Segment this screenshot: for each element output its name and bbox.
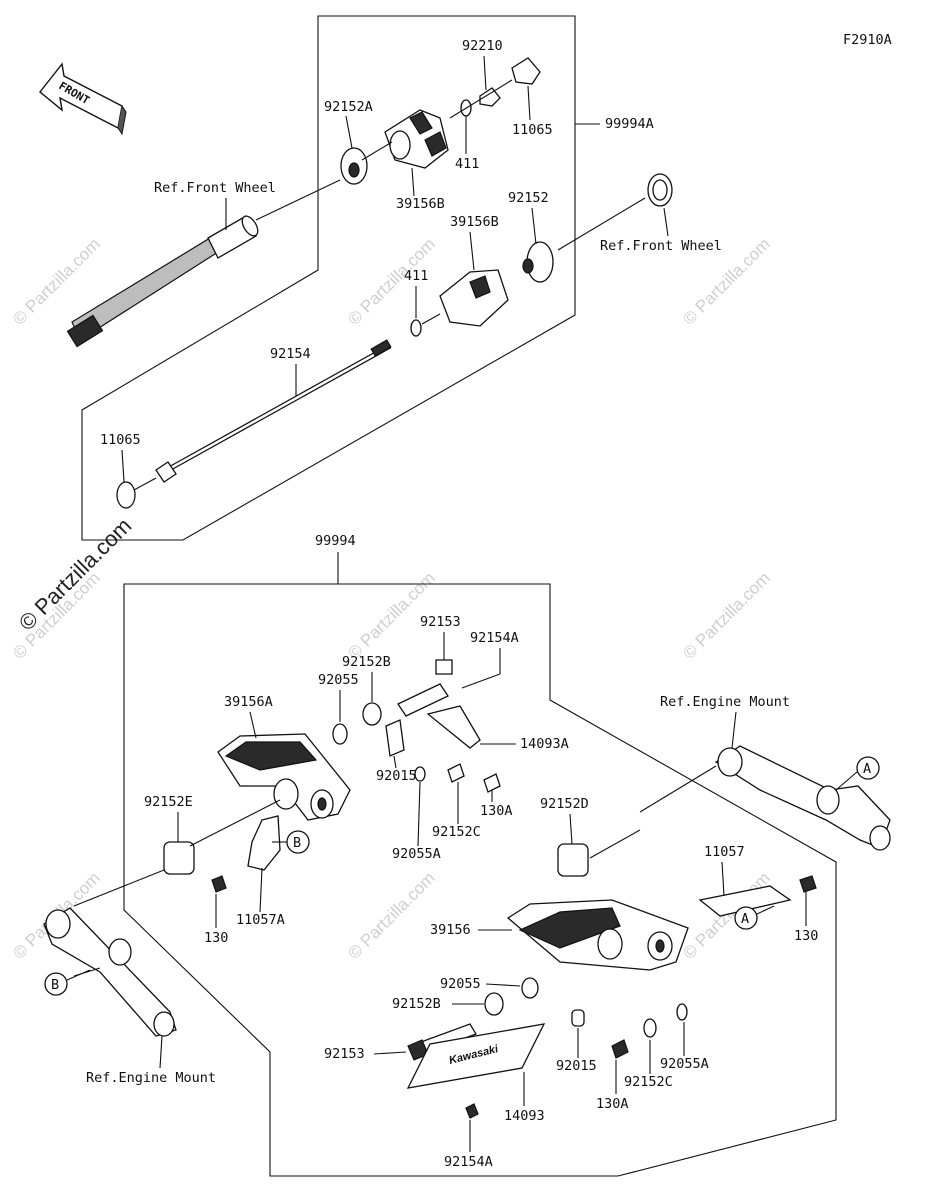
label-92154A: 92154A xyxy=(444,1154,493,1170)
label-92210: 92210 xyxy=(462,38,503,54)
callout-a-top xyxy=(856,756,880,780)
label-92055A-top: 92055A xyxy=(392,846,441,862)
label-92152A: 92152A xyxy=(324,99,373,115)
lower-assembly-outline: 99994 xyxy=(123,533,837,1177)
label-92154A-top: 92154A xyxy=(470,630,519,646)
label-11065-top: 11065 xyxy=(512,122,553,138)
label-92015: 92015 xyxy=(556,1058,597,1074)
label-92055-top: 92055 xyxy=(318,672,359,688)
label-92154: 92154 xyxy=(270,346,311,362)
label-11057A: 11057A xyxy=(236,912,285,928)
callout-a-mid-letter: A xyxy=(741,911,749,927)
label-411-top: 411 xyxy=(455,156,479,172)
label-92153-top: 92153 xyxy=(420,614,461,630)
label-92152C-top: 92152C xyxy=(432,824,481,840)
label-39156A: 39156A xyxy=(224,694,273,710)
label-92152B: 92152B xyxy=(392,996,441,1012)
watermark-text: © Partzilla.com xyxy=(344,868,438,962)
upper-labels: 92210 92152A 11065 99994A 411 39156B Ref… xyxy=(100,38,722,483)
label-39156B-top: 39156B xyxy=(396,196,445,212)
callout-b-left-letter: B xyxy=(51,977,59,993)
label-ref-front-wheel-left: Ref.Front Wheel xyxy=(154,180,276,196)
label-14093A: 14093A xyxy=(520,736,569,752)
label-130-right: 130 xyxy=(794,928,818,944)
lower-labels: 92153 92154A 92152B 92055 39156A 14093A … xyxy=(44,614,880,1170)
label-99994A: 99994A xyxy=(605,116,654,132)
label-14093: 14093 xyxy=(504,1108,545,1124)
label-92152E: 92152E xyxy=(144,794,193,810)
label-130A-top: 130A xyxy=(480,803,513,819)
left-frame-slider-set xyxy=(73,659,501,907)
figure-code: F2910A xyxy=(843,32,892,48)
label-411: 411 xyxy=(404,268,428,284)
label-92152D: 92152D xyxy=(540,796,589,812)
label-11065-left: 11065 xyxy=(100,432,141,448)
label-92152B-top: 92152B xyxy=(342,654,391,670)
watermark-text: © Partzilla.com xyxy=(679,868,773,962)
front-arrow-icon: FRONT xyxy=(39,62,127,136)
label-92152: 92152 xyxy=(508,190,549,206)
label-130-left: 130 xyxy=(204,930,228,946)
label-130A: 130A xyxy=(596,1096,629,1112)
label-ref-front-wheel-right: Ref.Front Wheel xyxy=(600,238,722,254)
label-ref-engine-mount-right: Ref.Engine Mount xyxy=(660,694,790,710)
callout-b-left xyxy=(44,972,68,996)
right-engine-mount xyxy=(589,745,891,859)
label-11057: 11057 xyxy=(704,844,745,860)
label-92152C: 92152C xyxy=(624,1074,673,1090)
label-39156B: 39156B xyxy=(450,214,499,230)
callout-b-top-letter: B xyxy=(293,835,301,851)
label-92055: 92055 xyxy=(440,976,481,992)
label-39156: 39156 xyxy=(430,922,471,938)
label-92015-top: 92015 xyxy=(376,768,417,784)
upper-right-slider-set xyxy=(410,173,673,337)
upper-left-slider-set xyxy=(340,57,541,185)
front-axle xyxy=(66,179,341,348)
label-92153: 92153 xyxy=(324,1046,365,1062)
watermark-text: © Partzilla.com xyxy=(679,568,773,662)
watermark-main: © Partzilla.com xyxy=(14,513,137,636)
label-92055A: 92055A xyxy=(660,1056,709,1072)
upper-assembly-outline xyxy=(81,15,600,541)
right-frame-slider-set: Kawasaki xyxy=(406,843,817,1119)
callout-a-mid xyxy=(734,906,758,930)
label-ref-engine-mount-left: Ref.Engine Mount xyxy=(86,1070,216,1086)
left-engine-mount xyxy=(43,907,177,1037)
label-99994: 99994 xyxy=(315,533,356,549)
callout-a-top-letter: A xyxy=(863,761,871,777)
bolt-92154 xyxy=(116,339,392,509)
